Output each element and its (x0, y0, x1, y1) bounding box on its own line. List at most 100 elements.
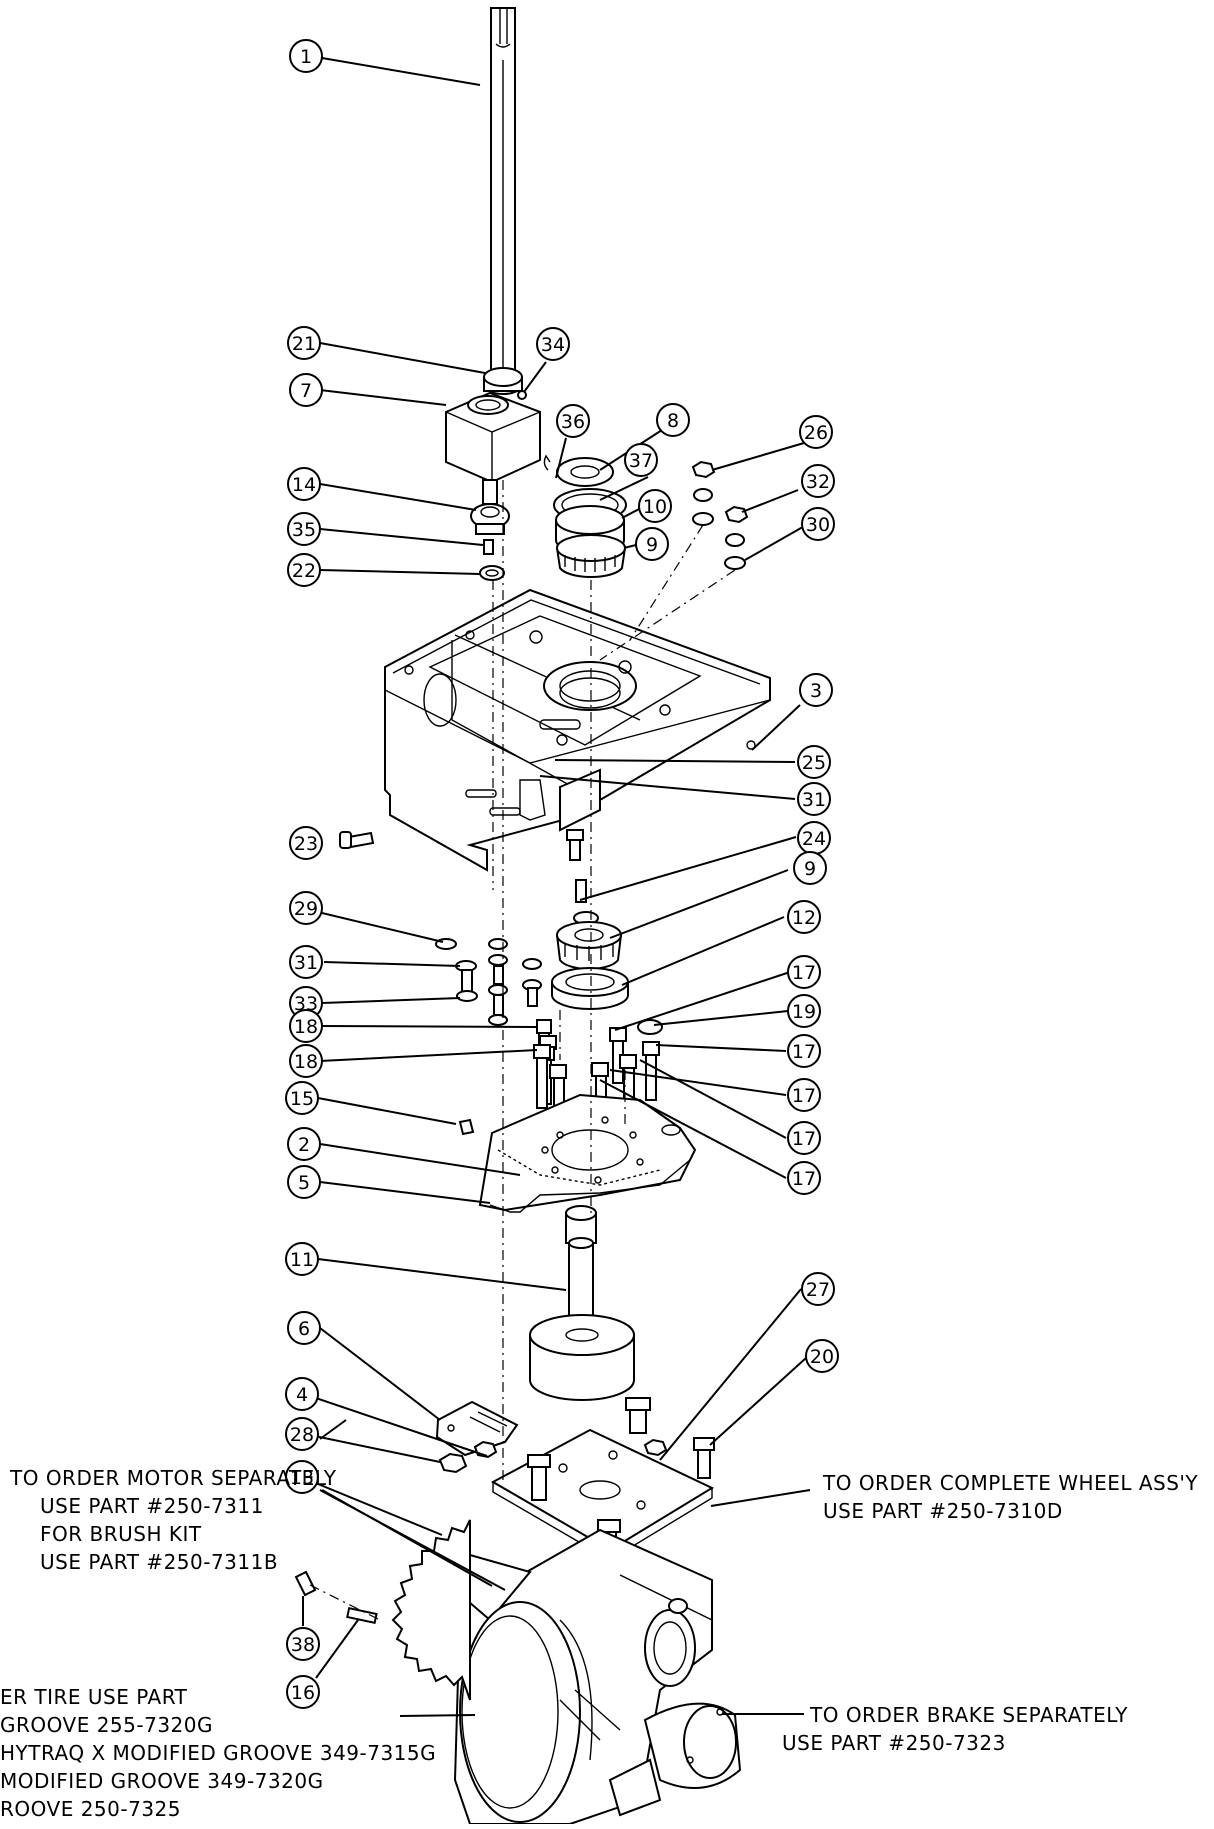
brake-note-line1: TO ORDER BRAKE SEPARATELY (809, 1703, 1128, 1727)
callout-circle (287, 1165, 321, 1199)
nut-washer-set-top (691, 460, 749, 570)
callout-c27: 27 (801, 1272, 835, 1306)
callout-circle (799, 415, 833, 449)
callout-label: 5 (298, 1172, 310, 1194)
callout-label: 27 (806, 1279, 830, 1301)
brake-note: TO ORDER BRAKE SEPARATELY USE PART #250-… (782, 1703, 1128, 1755)
callout-c19: 19 (787, 994, 821, 1028)
callout-circle (286, 1675, 320, 1709)
callout-circle (285, 1460, 319, 1494)
callout-label: 35 (292, 519, 316, 541)
callout-circle (287, 1311, 321, 1345)
callout-label: 16 (291, 1682, 315, 1704)
callout-label: 26 (804, 422, 828, 444)
callout-c9a: 9 (635, 527, 669, 561)
callout-c36: 36 (556, 404, 590, 438)
callout-label: 34 (541, 334, 565, 356)
callout-circle (287, 553, 321, 587)
callout-c16: 16 (286, 1675, 320, 1709)
callout-c29: 29 (289, 891, 323, 925)
callout-label: 3 (810, 680, 822, 702)
callout-circle (289, 945, 323, 979)
callout-c15: 15 (285, 1081, 319, 1115)
callout-c5: 5 (287, 1165, 321, 1199)
callout-label: 30 (806, 514, 830, 536)
callout-circle (805, 1339, 839, 1373)
callout-label: 31 (294, 952, 318, 974)
tire-note-line4: MODIFIED GROOVE 349-7320G (0, 1769, 324, 1793)
callout-label: 33 (294, 993, 318, 1015)
callout-label: 22 (292, 560, 316, 582)
callout-label: 14 (292, 474, 316, 496)
callout-c20: 20 (805, 1339, 839, 1373)
callout-c4: 4 (285, 1377, 319, 1411)
callout-label: 24 (802, 828, 826, 850)
callout-c25: 25 (797, 745, 831, 779)
callout-circle (787, 1034, 821, 1068)
callout-circle (638, 489, 672, 523)
callout-circle (797, 782, 831, 816)
callout-circle (787, 1078, 821, 1112)
steering-shaft (490, 7, 516, 379)
callout-c17b: 17 (787, 1034, 821, 1068)
callout-c38: 38 (286, 1627, 320, 1661)
callout-c10: 10 (638, 489, 672, 523)
upper-bearing-stack (543, 454, 627, 579)
bracket (435, 1400, 519, 1457)
callout-circle (801, 1272, 835, 1306)
callout-c23: 23 (289, 826, 323, 860)
callout-c6: 6 (287, 1311, 321, 1345)
callout-label: 4 (296, 1384, 308, 1406)
drive-sprocket (391, 1519, 471, 1701)
brake-note-line2: USE PART #250-7323 (782, 1731, 1006, 1755)
callout-c18a: 18 (289, 1009, 323, 1043)
callout-label: 28 (290, 1424, 314, 1446)
callout-label: 38 (291, 1634, 315, 1656)
callout-circle (287, 326, 321, 360)
callout-c11: 11 (285, 1242, 319, 1276)
callout-c21: 21 (287, 326, 321, 360)
callout-c37: 37 (624, 443, 658, 477)
callout-label: 20 (810, 1346, 834, 1368)
callout-c18b: 18 (289, 1044, 323, 1078)
callout-c22: 22 (287, 553, 321, 587)
callout-circle (289, 891, 323, 925)
callout-c7: 7 (289, 373, 323, 407)
callout-c17e: 17 (787, 1161, 821, 1195)
callout-c24: 24 (797, 821, 831, 855)
callout-circle (289, 39, 323, 73)
callout-circle (624, 443, 658, 477)
wheel-note-line2: USE PART #250-7310D (823, 1499, 1063, 1523)
callout-circle (289, 1044, 323, 1078)
lower-bearing (551, 911, 629, 1010)
wheel-motor-assembly (444, 1528, 742, 1825)
callout-label: 36 (561, 411, 585, 433)
callout-circle (285, 1242, 319, 1276)
callout-c17d: 17 (787, 1121, 821, 1155)
callout-label: 29 (294, 898, 318, 920)
callout-circle (635, 527, 669, 561)
callout-label: 8 (667, 410, 679, 432)
callout-circle (287, 1127, 321, 1161)
callout-c31a: 31 (797, 782, 831, 816)
callout-circle (787, 955, 821, 989)
leader-lines (300, 57, 811, 1717)
callout-circle (797, 745, 831, 779)
callout-c12: 12 (787, 900, 821, 934)
callout-label: 6 (298, 1318, 310, 1340)
shaft-collar (483, 367, 527, 400)
callout-label: 19 (792, 1001, 816, 1023)
callout-label: 2 (298, 1134, 310, 1156)
callout-label: 9 (804, 858, 816, 880)
callout-label: 31 (802, 789, 826, 811)
callout-label: 12 (792, 907, 816, 929)
callout-c28: 28 (285, 1417, 319, 1451)
callout-label: 10 (643, 496, 667, 518)
tire-note-line3: HYTRAQ X MODIFIED GROOVE 349-7315G (0, 1741, 436, 1765)
callout-c17c: 17 (787, 1078, 821, 1112)
callout-label: 17 (792, 1128, 816, 1150)
callout-label: 1 (300, 46, 312, 68)
callout-circle (787, 1161, 821, 1195)
spindle-hub (529, 1205, 635, 1401)
